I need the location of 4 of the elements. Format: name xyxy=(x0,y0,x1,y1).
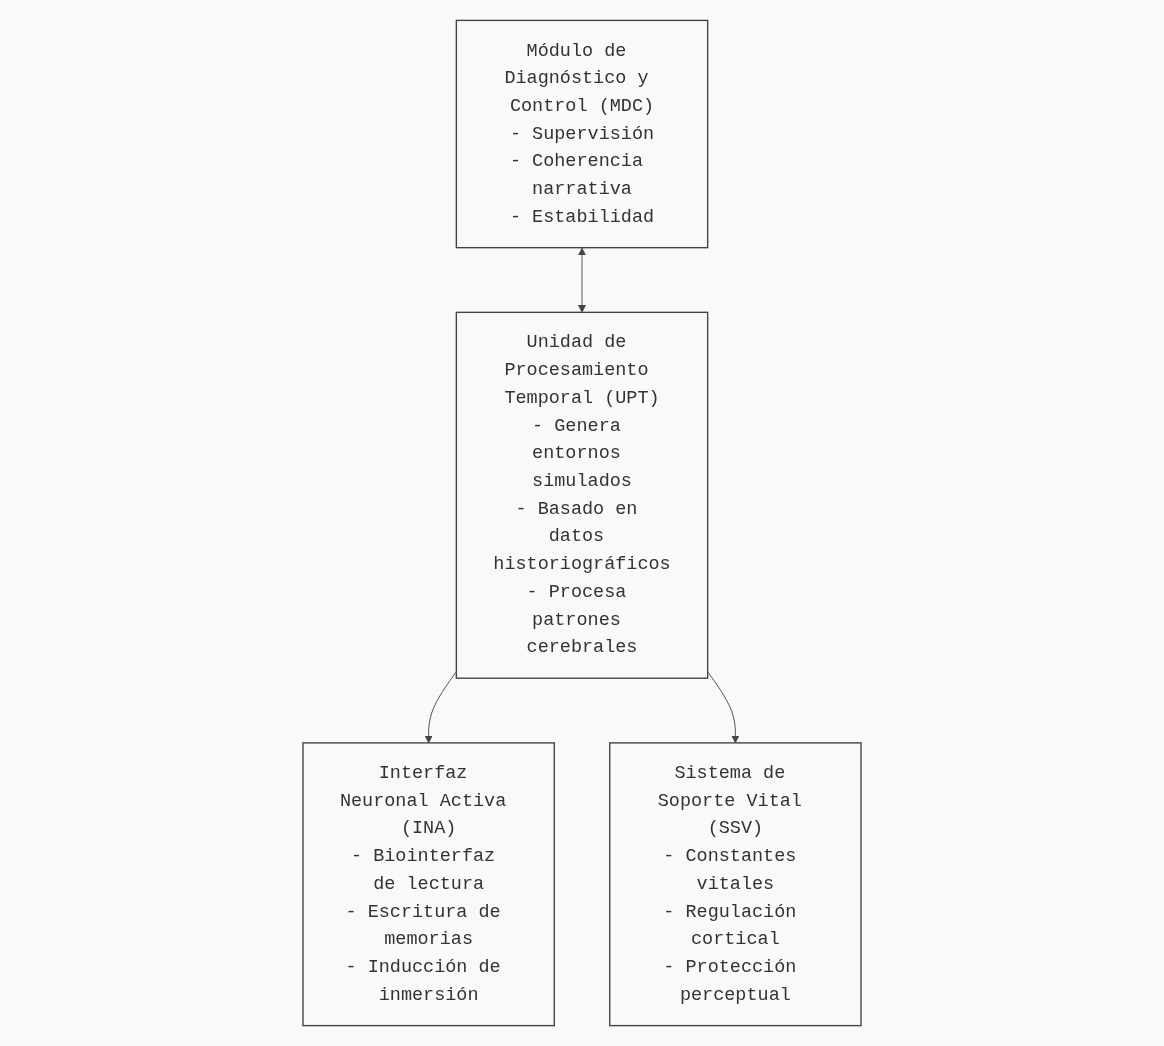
node-box: Sistema de Soporte Vital (SSV) - Constantes vitales - Regulación cortical - Protección perceptual xyxy=(609,742,862,1027)
node-box: Unidad de Procesamiento Temporal (UPT) - Genera entornos simulados - Basado en datos historiográficos - Procesa patrones cerebrales xyxy=(455,311,709,679)
node-box: Módulo de Diagnóstico y Control (MDC) - Supervisión - Coherencia narrativa - Estabilidad xyxy=(455,19,709,249)
node-box: Interfaz Neuronal Activa (INA) - Biointerfaz de lectura - Escritura de memorias - Inducción de inmersión xyxy=(302,742,555,1027)
